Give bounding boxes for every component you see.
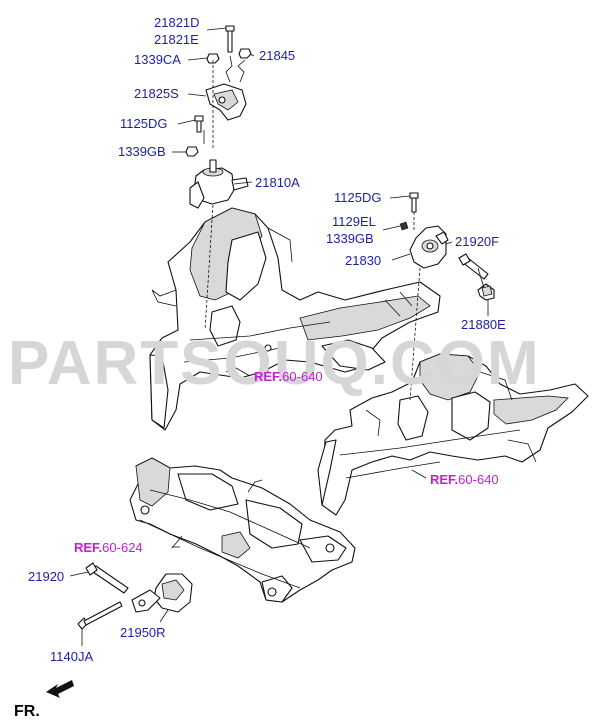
label-1140ja[interactable]: 1140JA	[50, 649, 93, 664]
label-1339ca[interactable]: 1339CA	[134, 52, 181, 67]
front-subframe	[129, 457, 356, 603]
part-labels: 21821D 21821E 21845 1339CA 21825S 1125DG…	[28, 15, 506, 664]
right-side-member	[317, 353, 589, 516]
engine-mount-21810a-icon	[189, 159, 249, 209]
label-21920[interactable]: 21920	[28, 569, 64, 584]
label-1125dg-right[interactable]: 1125DG	[334, 190, 381, 205]
direction-indicator: FR.	[14, 680, 74, 720]
reference-labels: REF.60-640 REF.60-640 REF.60-624	[74, 369, 499, 555]
ref-right[interactable]: REF.60-640	[430, 472, 499, 487]
label-1125dg-left[interactable]: 1125DG	[120, 116, 167, 131]
bolt-21920-icon	[85, 562, 129, 594]
label-21810a[interactable]: 21810A	[255, 175, 300, 190]
watermark-text: PARTSOUQ.COM	[8, 329, 541, 398]
label-1129el[interactable]: 1129EL	[332, 214, 376, 229]
leader-lines	[69, 27, 489, 646]
bracket-21825s-icon	[205, 83, 247, 121]
label-21830[interactable]: 21830	[345, 253, 381, 268]
bolt-21920f-icon	[458, 253, 489, 280]
washer-1129el-icon	[399, 221, 409, 231]
nut-1339gb-left-icon	[185, 146, 199, 157]
label-21821e[interactable]: 21821E	[154, 32, 199, 47]
mount-21830-icon	[409, 225, 449, 269]
bracket-21880e-icon	[477, 283, 495, 301]
label-21821d[interactable]: 21821D	[154, 15, 200, 30]
label-21920f[interactable]: 21920F	[455, 234, 499, 249]
label-21845[interactable]: 21845	[259, 48, 295, 63]
label-1339gb-left[interactable]: 1339GB	[118, 144, 166, 159]
bolt-1125dg-right-icon	[409, 192, 419, 213]
label-21880e[interactable]: 21880E	[461, 317, 506, 332]
label-21825s[interactable]: 21825S	[134, 86, 179, 101]
nut-1339ca-icon	[206, 53, 220, 64]
ref-upper-left[interactable]: REF.60-640	[254, 369, 323, 384]
bolt-21821d-icon	[225, 25, 235, 53]
right-engine-mount-group	[399, 192, 495, 401]
bolt-1125dg-left-icon	[194, 115, 204, 133]
nut-21845-icon	[238, 48, 252, 59]
label-21950r[interactable]: 21950R	[120, 625, 166, 640]
front-arrow-icon	[46, 680, 74, 698]
direction-label: FR.	[14, 703, 40, 720]
bolt-1140ja-icon	[77, 601, 123, 630]
label-1339gb-right[interactable]: 1339GB	[326, 231, 374, 246]
bracket-21950r-icon	[131, 573, 193, 613]
roll-mount-group	[77, 562, 193, 630]
left-side-member	[149, 207, 441, 431]
left-engine-mount-group	[185, 25, 252, 331]
ref-subframe[interactable]: REF.60-624	[74, 540, 143, 555]
